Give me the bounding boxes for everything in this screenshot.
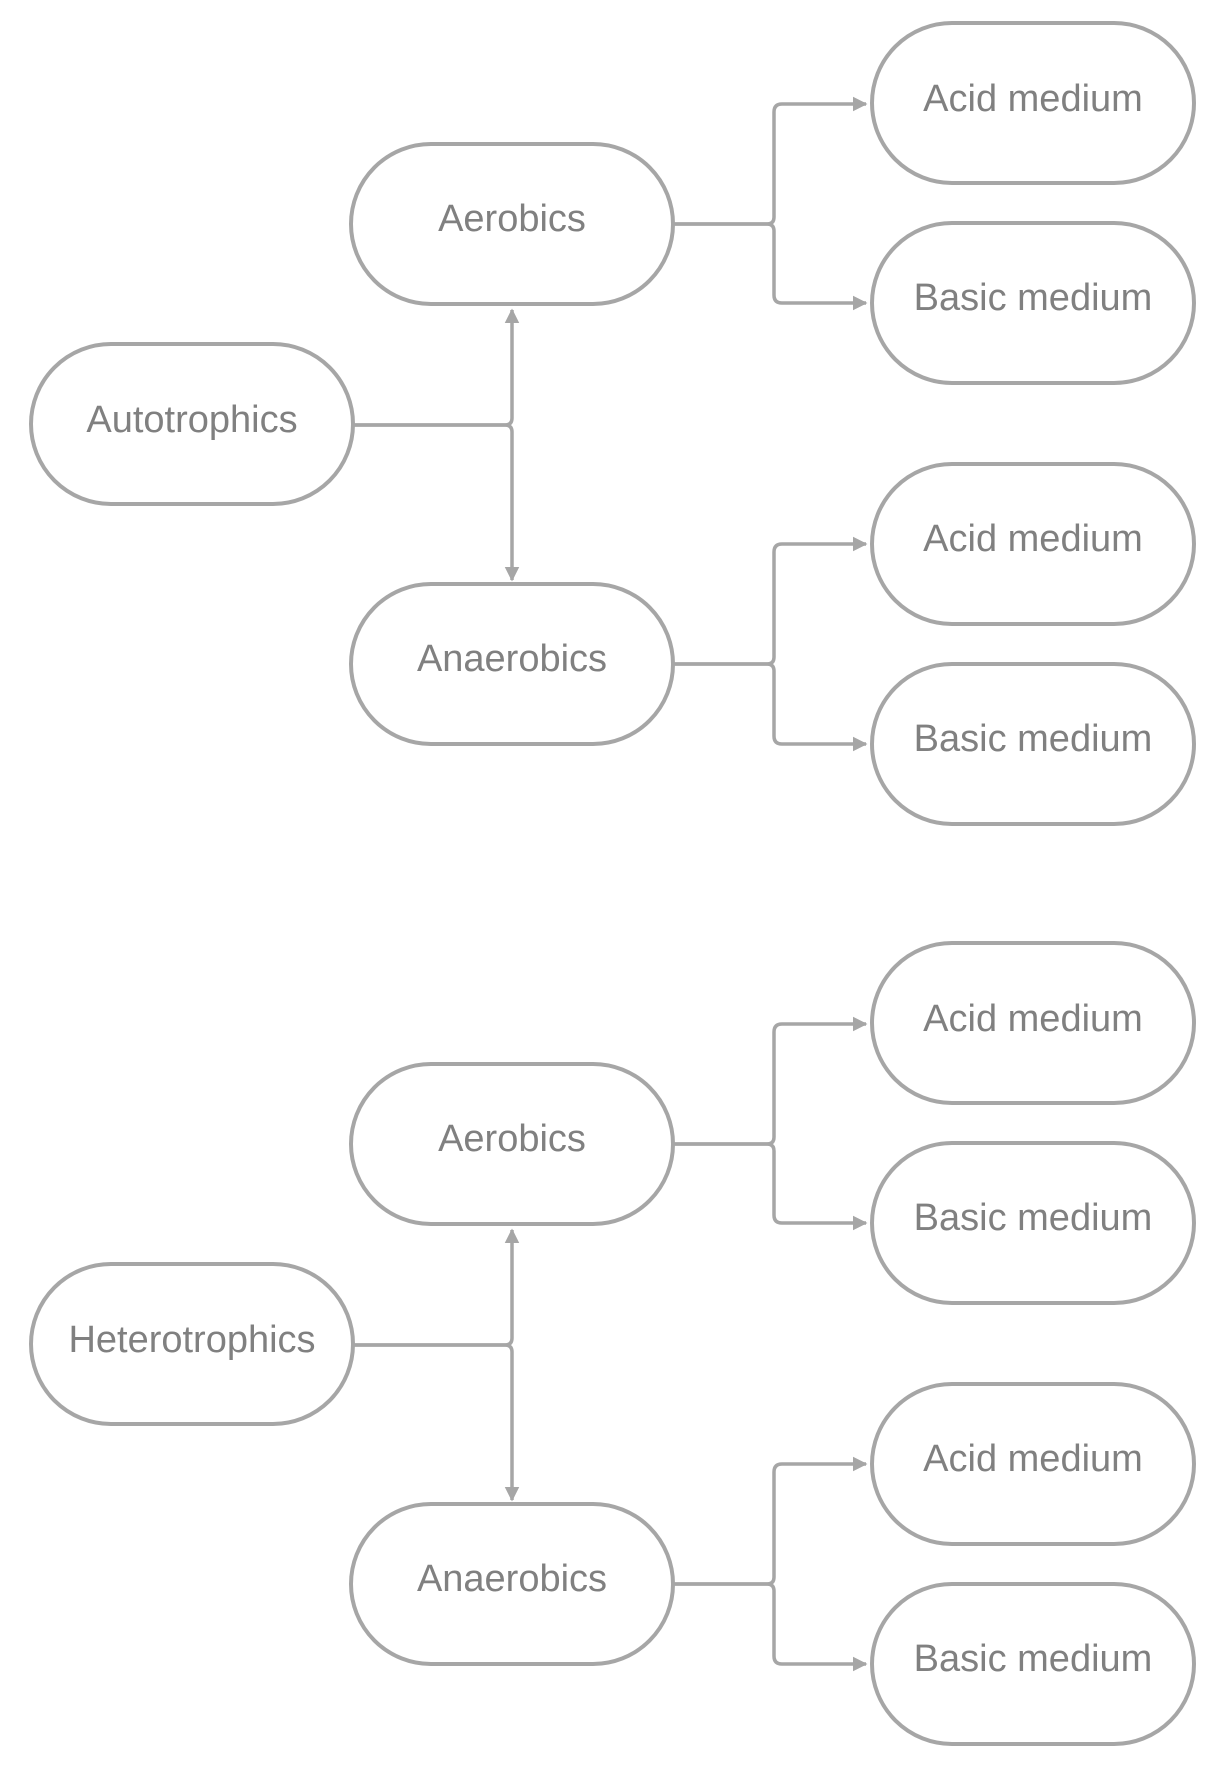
connector-root-to-aerobics (353, 1228, 520, 1347)
basic-medium-label: Basic medium (914, 718, 1153, 760)
acid-medium-node: Acid medium (870, 1382, 1196, 1546)
anaerobics-node: Anaerobics (349, 1502, 675, 1666)
acid-medium-label: Acid medium (923, 1438, 1143, 1480)
aerobics-node: Aerobics (349, 142, 675, 306)
connector-anaerobics-to-acid (673, 1456, 868, 1586)
anaerobics-node: Anaerobics (349, 582, 675, 746)
anaerobics-node-label: Anaerobics (417, 1558, 607, 1600)
connector-anaerobics-to-basic (673, 1582, 868, 1672)
root-node: Heterotrophics (29, 1262, 355, 1426)
basic-medium-node: Basic medium (870, 662, 1196, 826)
basic-medium-node: Basic medium (870, 221, 1196, 385)
acid-medium-label: Acid medium (923, 998, 1143, 1040)
group-heterotrophics: Heterotrophics Aerobics Anaerobics Acid … (29, 941, 1196, 1746)
aerobics-node-label: Aerobics (438, 198, 586, 240)
connector-aerobics-to-acid (673, 96, 868, 226)
root-node: Autotrophics (29, 342, 355, 506)
connector-anaerobics-to-basic (673, 662, 868, 752)
acid-medium-node: Acid medium (870, 941, 1196, 1105)
basic-medium-node: Basic medium (870, 1582, 1196, 1746)
connector-aerobics-to-basic (673, 1142, 868, 1231)
basic-medium-label: Basic medium (914, 1197, 1153, 1239)
connector-aerobics-to-acid (673, 1016, 868, 1146)
acid-medium-node: Acid medium (870, 462, 1196, 626)
basic-medium-label: Basic medium (914, 277, 1153, 319)
connector-root-to-aerobics (353, 308, 520, 427)
acid-medium-label: Acid medium (923, 518, 1143, 560)
connector-root-to-anaerobics (353, 1343, 520, 1502)
basic-medium-label: Basic medium (914, 1638, 1153, 1680)
root-node-label: Heterotrophics (68, 1319, 315, 1361)
connector-root-to-anaerobics (353, 423, 520, 582)
basic-medium-node: Basic medium (870, 1141, 1196, 1305)
acid-medium-node: Acid medium (870, 21, 1196, 185)
connector-anaerobics-to-acid (673, 536, 868, 666)
group-autotrophics: Autotrophics Aerobics Anaerobics Acid me… (29, 21, 1196, 826)
connector-aerobics-to-basic (673, 222, 868, 311)
aerobics-node: Aerobics (349, 1062, 675, 1226)
root-node-label: Autotrophics (86, 399, 297, 441)
acid-medium-label: Acid medium (923, 78, 1143, 120)
aerobics-node-label: Aerobics (438, 1118, 586, 1160)
anaerobics-node-label: Anaerobics (417, 638, 607, 680)
